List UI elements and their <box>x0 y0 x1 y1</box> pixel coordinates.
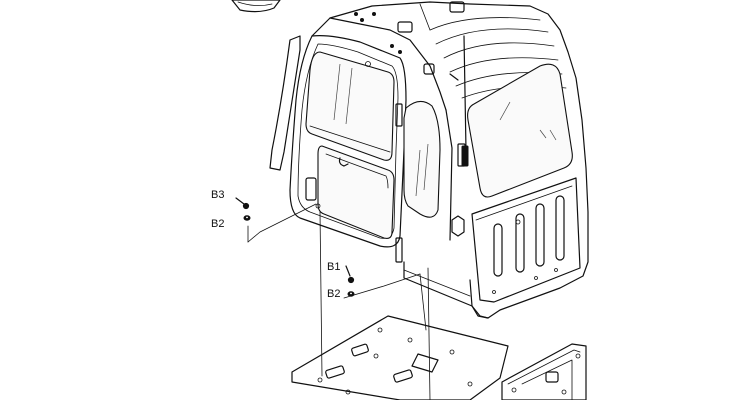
floor-plate <box>291 315 509 400</box>
callout-b2-center: B2 <box>327 288 340 300</box>
wiper-rod <box>449 35 469 167</box>
assembly-leader-lines <box>247 203 431 400</box>
callout-b1: B1 <box>327 261 340 273</box>
roof-cover-part <box>231 0 281 13</box>
washer-b2-left <box>243 215 251 221</box>
callout-b3: B3 <box>211 189 224 201</box>
rear-frame-panel <box>501 343 587 400</box>
bolt-b1 <box>345 265 355 284</box>
cab-body <box>269 1 589 319</box>
washer-b2-center <box>347 291 355 297</box>
bolt-b3 <box>235 197 250 210</box>
fasteners <box>235 197 355 297</box>
callout-b2-left: B2 <box>211 218 224 230</box>
callout-labels: B3 B2 B1 B2 <box>211 189 340 300</box>
